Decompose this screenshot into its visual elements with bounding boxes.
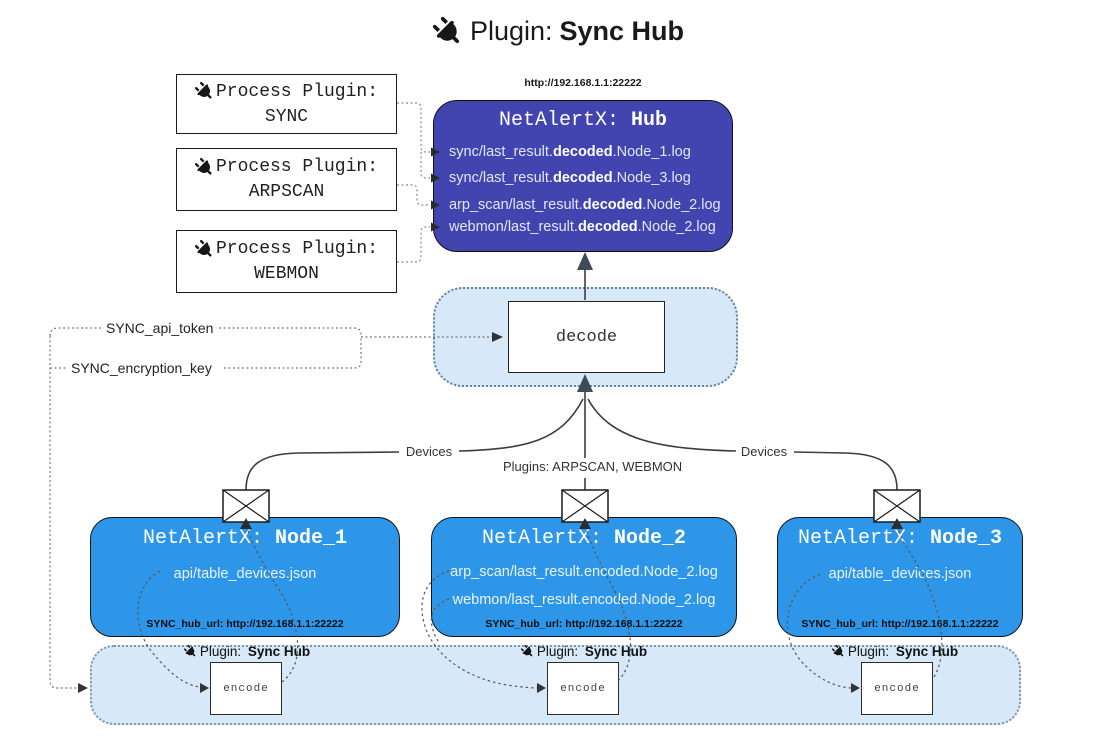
devices-edge-right-b (587, 398, 737, 452)
process-connectors (397, 102, 430, 263)
encoder-plugin-label: Plugin: Sync Hub (183, 643, 310, 660)
plug-icon (194, 82, 212, 99)
webmon-connector (397, 226, 430, 263)
api-token-line-left (49, 327, 101, 337)
node-hub-url: SYNC_hub_url: http://192.168.1.1:22222 (146, 618, 344, 630)
sync-api-token-label: SYNC_api_token (103, 320, 217, 336)
process-plugin-box-arpscan: Process Plugin: ARPSCAN (176, 148, 397, 211)
process-plugin-box-sync: Process Plugin: SYNC (176, 74, 397, 134)
encode-box: encode (210, 662, 282, 715)
encryption-to-band-line (49, 336, 78, 689)
plug-icon (194, 239, 212, 257)
hub-box: NetAlertX: Hub sync/last_result.decoded.… (433, 100, 733, 252)
encoder-plugin-label: Plugin: Sync Hub (520, 643, 647, 660)
node-title: NetAlertX: Node_1 (142, 527, 348, 550)
encoder-plugin-label: Plugin: Sync Hub (831, 643, 958, 660)
hub-log-line: sync/last_result.decoded.Node_3.log (449, 170, 691, 186)
hub-log-line: arp_scan/last_result.decoded.Node_2.log (449, 197, 721, 213)
plugins-label: Plugins: ARPSCAN, WEBMON (503, 459, 683, 474)
encryption-key-line-right (224, 337, 362, 369)
node-3-box: NetAlertX: Node_3 api/table_devices.json… (777, 517, 1023, 637)
process-plugin-label: Process Plugin: (215, 157, 379, 178)
hub-log-line: sync/last_result.decoded.Node_1.log (449, 144, 691, 160)
node-file: api/table_devices.json (828, 566, 972, 582)
arpscan-connector (397, 184, 430, 206)
process-plugin-label: Process Plugin: (215, 81, 379, 102)
node-file: api/table_devices.json (173, 566, 317, 582)
process-plugin-name: WEBMON (254, 264, 319, 285)
sync-connector-2 (420, 152, 430, 179)
node-file: arp_scan/last_result.encoded.Node_2.log (450, 564, 718, 580)
arrowhead-into-hub (577, 252, 593, 270)
node-file: webmon/last_result.encoded.Node_2.log (452, 592, 716, 608)
devices-edge-left-b (458, 398, 584, 452)
plug-icon (194, 157, 212, 175)
plug-icon (432, 16, 460, 43)
hub-log-line: webmon/last_result.decoded.Node_2.log (449, 219, 716, 235)
devices-edge-left-a (245, 451, 400, 491)
encode-box: encode (547, 662, 619, 715)
hub-title: NetAlertX: Hub (498, 109, 668, 132)
arrowhead-key-band (78, 683, 88, 693)
encode-box: encode (861, 662, 933, 715)
page-title: Plugin: Sync Hub (0, 16, 1117, 47)
sync-connector-1 (397, 102, 430, 153)
process-plugin-box-webmon: Process Plugin: WEBMON (176, 230, 397, 293)
node-1-box: NetAlertX: Node_1 api/table_devices.json… (90, 517, 400, 637)
process-plugin-name: SYNC (264, 106, 309, 127)
devices-label-right: Devices (734, 444, 794, 459)
sync-encryption-key-label: SYNC_encryption_key (68, 360, 215, 376)
page-title-name: Sync Hub (559, 16, 685, 46)
node-2-box: NetAlertX: Node_2 arp_scan/last_result.e… (431, 517, 737, 637)
node-title: NetAlertX: Node_2 (481, 527, 687, 550)
node-hub-url: SYNC_hub_url: http://192.168.1.1:22222 (485, 618, 683, 630)
process-plugin-label: Process Plugin: (215, 239, 379, 260)
node-hub-url: SYNC_hub_url: http://192.168.1.1:22222 (801, 618, 999, 630)
decode-box: decode (508, 301, 665, 373)
devices-edge-right-a (793, 451, 898, 491)
api-token-line-right (219, 327, 362, 337)
node-title: NetAlertX: Node_3 (797, 527, 1003, 550)
process-plugin-name: ARPSCAN (248, 182, 325, 203)
hub-url: http://192.168.1.1:22222 (524, 77, 642, 89)
devices-label-left: Devices (399, 444, 459, 459)
page-title-prefix: Plugin: (469, 16, 553, 46)
